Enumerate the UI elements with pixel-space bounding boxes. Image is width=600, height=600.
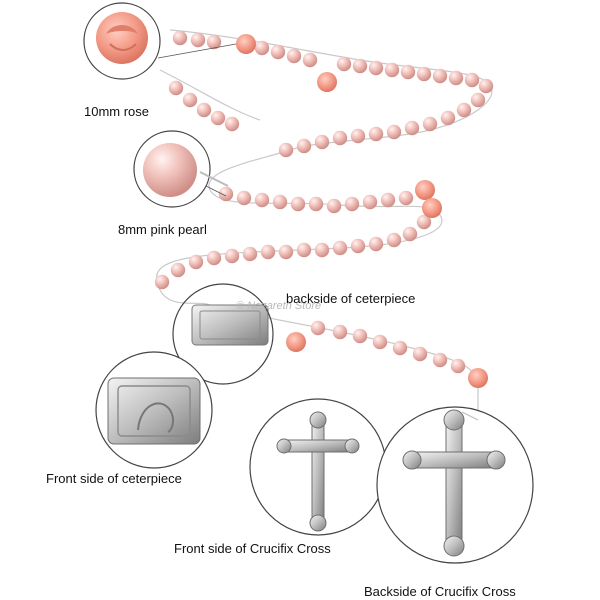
pearl-bead	[350, 128, 366, 144]
pearl-bead	[168, 80, 184, 96]
pearl-bead	[206, 250, 222, 266]
pearl-bead	[386, 124, 402, 140]
pearl-bead	[254, 40, 270, 56]
pearl-bead	[190, 32, 206, 48]
pearl-closeup	[133, 130, 229, 208]
pearl-bead	[336, 56, 352, 72]
crucifix-front-closeup	[249, 398, 387, 536]
pearl-bead	[332, 324, 348, 340]
pearl-bead	[278, 142, 294, 158]
pearl-bead	[310, 320, 326, 336]
centerpiece-back-label: backside of ceterpiece	[286, 291, 416, 306]
pearl-bead	[372, 334, 388, 350]
pearl-bead	[362, 194, 378, 210]
pearl-bead	[296, 242, 312, 258]
pearl-bead	[464, 72, 480, 88]
pearl-bead	[392, 340, 408, 356]
pearl-strand	[154, 30, 494, 374]
pearl-bead	[278, 244, 294, 260]
pearl-bead	[402, 226, 418, 242]
pearl-bead	[380, 192, 396, 208]
pearl-bead	[326, 198, 342, 214]
pearl-bead	[332, 130, 348, 146]
pearl-bead	[302, 52, 318, 68]
pearl-bead	[432, 68, 448, 84]
pearl-bead	[308, 196, 324, 212]
rose-closeup	[83, 2, 161, 80]
pearl-bead	[290, 196, 306, 212]
pearl-bead	[352, 328, 368, 344]
pearl-bead	[422, 116, 438, 132]
pearl-bead	[368, 236, 384, 252]
pearl-bead	[254, 192, 270, 208]
pearl-bead	[272, 194, 288, 210]
pearl-bead	[218, 186, 234, 202]
pearl-bead	[450, 358, 466, 374]
pearl-bead	[416, 214, 432, 230]
watermark: © Nazareth Store	[236, 300, 322, 312]
pearl-bead	[478, 78, 494, 94]
pearl-bead	[270, 44, 286, 60]
crucifix-back-label: Backside of Crucifix Cross	[364, 584, 516, 599]
pearl-bead	[286, 48, 302, 64]
pearl-bead	[196, 102, 212, 118]
centerpiece-front-label: Front side of ceterpiece	[46, 471, 182, 486]
pearl-bead	[448, 70, 464, 86]
pearl-bead	[154, 274, 170, 290]
centerpiece-back-closeup	[172, 283, 274, 385]
pearl-bead	[404, 120, 420, 136]
pointer-lines	[157, 43, 237, 197]
pearl-bead	[260, 244, 276, 260]
pearl-bead	[412, 346, 428, 362]
pearl-label: 8mm pink pearl	[118, 222, 207, 237]
crucifix-back-closeup	[376, 406, 534, 564]
pearl-bead	[386, 232, 402, 248]
pearl-bead	[350, 238, 366, 254]
pearl-bead	[224, 116, 240, 132]
pearl-bead	[224, 248, 240, 264]
pearl-bead	[400, 64, 416, 80]
pearl-bead	[398, 190, 414, 206]
pearl-bead	[384, 62, 400, 78]
pearl-bead	[182, 92, 198, 108]
pearl-bead	[352, 58, 368, 74]
pearl-bead	[368, 60, 384, 76]
pearl-bead	[432, 352, 448, 368]
pearl-bead	[210, 110, 226, 126]
pearl-bead	[456, 102, 472, 118]
pearl-bead	[172, 30, 188, 46]
pearl-bead	[188, 254, 204, 270]
pearl-bead	[344, 196, 360, 212]
pearl-bead	[206, 34, 222, 50]
pearl-bead	[242, 246, 258, 262]
pearl-bead	[314, 134, 330, 150]
rose-label: 10mm rose	[84, 104, 150, 119]
pearl-bead	[368, 126, 384, 142]
pearl-bead	[416, 66, 432, 82]
pearl-bead	[170, 262, 186, 278]
centerpiece	[191, 304, 269, 346]
pearl-bead	[314, 242, 330, 258]
pearl-bead	[470, 92, 486, 108]
crucifix-front-label: Front side of Crucifix Cross	[174, 541, 331, 556]
pearl-bead	[296, 138, 312, 154]
pearl-bead	[236, 190, 252, 206]
rose-bead	[236, 34, 488, 388]
pearl-bead	[332, 240, 348, 256]
pearl-bead	[440, 110, 456, 126]
centerpiece-front-closeup	[95, 351, 213, 469]
